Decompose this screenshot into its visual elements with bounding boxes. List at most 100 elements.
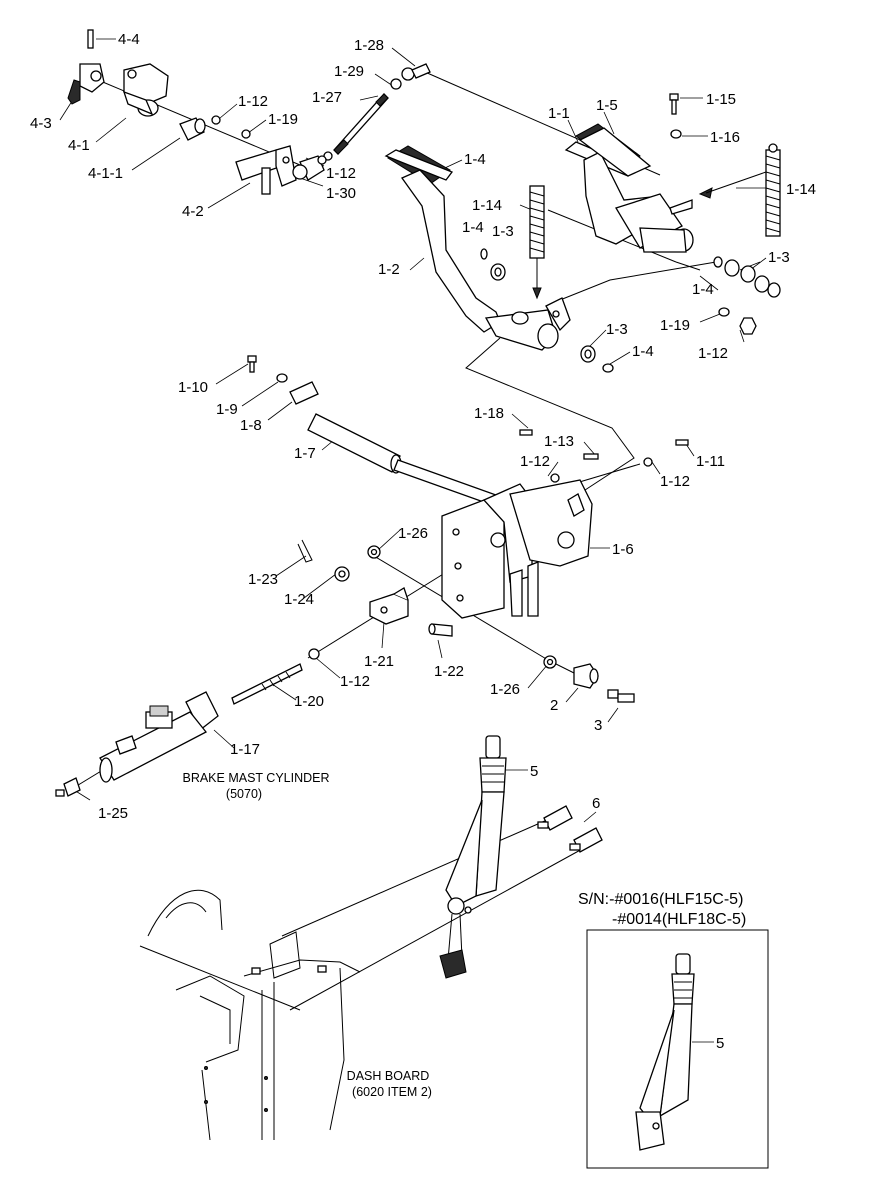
bolt-1-10: [247, 355, 257, 373]
label-1-5: 1-5: [596, 97, 618, 114]
seal-1-4-left: [480, 248, 488, 260]
bushings-1-3-right: [713, 256, 781, 298]
label-1-10: 1-10: [178, 379, 208, 396]
label-1-19-b: 1-19: [660, 317, 690, 334]
pin-4-4: [87, 29, 94, 49]
label-1-12-a: 1-12: [238, 93, 268, 110]
label-1-21: 1-21: [364, 653, 394, 670]
brake-pedal-1-2: [384, 145, 571, 351]
nut-1-12-right: [739, 317, 757, 335]
inset-box: [586, 929, 769, 1169]
washer-1-9: [276, 373, 288, 383]
label-5-a: 5: [530, 763, 538, 780]
serial-number-line-1: S/N:-#0016(HLF15C-5): [578, 891, 743, 908]
washer-1-24: [334, 566, 350, 582]
pushrod-1-20: [231, 663, 303, 705]
label-1-30: 1-30: [326, 185, 356, 202]
rod-1-27: [333, 93, 389, 155]
label-1-14-b: 1-14: [786, 181, 816, 198]
label-1-4-c: 1-4: [692, 281, 714, 298]
bushing-1-3-lower: [580, 345, 596, 363]
label-1-26-a: 1-26: [398, 525, 428, 542]
label-1-12-d: 1-12: [520, 453, 550, 470]
serial-number-line-2: -#0014(HLF18C-5): [612, 911, 746, 928]
label-1-4-a: 1-4: [464, 151, 486, 168]
label-1-12-f: 1-12: [340, 673, 370, 690]
parking-lever-5-inset: [635, 953, 695, 1151]
nut-1-12-mid: [550, 457, 653, 483]
bolt-3: [607, 689, 635, 703]
bushing-2: [573, 663, 599, 689]
spring-1-14-right: [698, 143, 781, 237]
label-5-b: 5: [716, 1035, 724, 1052]
label-1-24: 1-24: [284, 591, 314, 608]
label-4-1: 4-1: [68, 137, 90, 154]
label-1-6: 1-6: [612, 541, 634, 558]
spring-1-14-left: [529, 185, 545, 300]
shaft-1-7: [307, 413, 511, 511]
washer-1-26-top: [367, 545, 381, 559]
dash-board-ref: (6020 ITEM 2): [352, 1085, 432, 1099]
label-1-14-a: 1-14: [472, 197, 502, 214]
label-1-20: 1-20: [294, 693, 324, 710]
master-cylinder-1-17: [99, 691, 219, 783]
arm-4-1: [122, 63, 169, 117]
label-1-29: 1-29: [334, 63, 364, 80]
nut-1-29: [390, 78, 402, 90]
label-1-3-c: 1-3: [606, 321, 628, 338]
label-1-12-c: 1-12: [698, 345, 728, 362]
dash-board-caption: DASH BOARD: [347, 1069, 430, 1083]
label-1-3-b: 1-3: [768, 249, 790, 266]
label-1-12-e: 1-12: [660, 473, 690, 490]
bushing-4-1-1: [179, 117, 206, 141]
nut-1-12-lower: [308, 648, 320, 660]
part-labels: 4-4 4-3 4-1 4-1-1 4-2 1-12 1-19 1-12 1-3…: [30, 31, 816, 1052]
part-group-4: [67, 29, 333, 195]
label-1-17: 1-17: [230, 741, 260, 758]
label-1-4-b: 1-4: [462, 219, 484, 236]
label-1-13: 1-13: [544, 433, 574, 450]
label-4-3: 4-3: [30, 115, 52, 132]
label-4-1-1: 4-1-1: [88, 165, 123, 182]
label-1-4-d: 1-4: [632, 343, 654, 360]
rod-end-1-28: [401, 63, 431, 81]
label-1-7: 1-7: [294, 445, 316, 462]
label-1-19-a: 1-19: [268, 111, 298, 128]
parking-lever-5: [439, 735, 507, 979]
cotter-1-23: [297, 539, 313, 563]
bolt-1-18: [519, 429, 533, 436]
washer-1-16: [670, 129, 682, 139]
washer-1-26-lower: [543, 655, 557, 669]
bracket-4-3: [67, 63, 105, 105]
pad-1-5: [578, 127, 652, 177]
seal-1-4-lower: [602, 363, 614, 373]
label-1-23: 1-23: [248, 571, 278, 588]
bolt-1-11: [675, 439, 689, 446]
brake-master-cylinder-ref: (5070): [226, 787, 262, 801]
captions: BRAKE MAST CYLINDER (5070) DASH BOARD (6…: [182, 771, 746, 1099]
label-1-3-a: 1-3: [492, 223, 514, 240]
label-1-22: 1-22: [434, 663, 464, 680]
washer-1-12-top: [211, 115, 327, 165]
washer-1-19-right: [718, 307, 730, 317]
dash-board: [139, 889, 361, 1141]
label-4-2: 4-2: [182, 203, 204, 220]
label-1-25: 1-25: [98, 805, 128, 822]
label-1-8: 1-8: [240, 417, 262, 434]
brake-master-cylinder-caption: BRAKE MAST CYLINDER: [182, 771, 329, 785]
bolt-1-15: [669, 93, 679, 115]
bracket-1-6: [441, 479, 593, 619]
label-3: 3: [594, 717, 602, 734]
label-6: 6: [592, 795, 600, 812]
label-1-18: 1-18: [474, 405, 504, 422]
lever-4-2: [235, 145, 297, 195]
fitting-1-25: [55, 777, 81, 797]
label-1-9: 1-9: [216, 401, 238, 418]
bolt-1-13: [583, 453, 599, 460]
label-1-11: 1-11: [696, 453, 725, 470]
bolts-6: [537, 805, 603, 853]
label-1-27: 1-27: [312, 89, 342, 106]
label-1-1: 1-1: [548, 105, 570, 122]
label-1-15: 1-15: [706, 91, 736, 108]
